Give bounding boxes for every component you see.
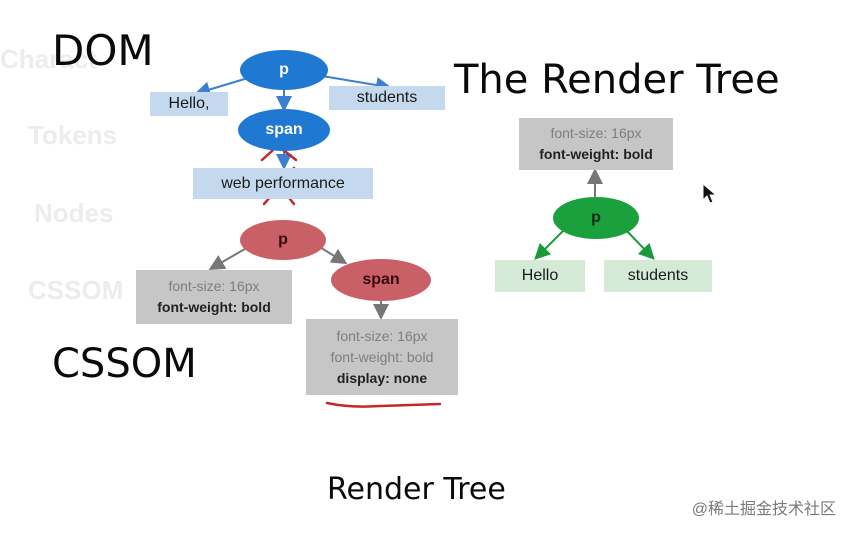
render-edge-p-students: [623, 227, 655, 260]
cssom-span-font-size: font-size: 16px: [336, 327, 428, 344]
cssom-node-span: span: [331, 259, 431, 301]
render-tree-title: The Render Tree: [454, 57, 780, 103]
dom-title: DOM: [52, 26, 154, 75]
cssom-title: CSSOM: [52, 341, 197, 387]
cssom-edge-p-span: [317, 245, 348, 265]
dom-node-p: p: [240, 50, 328, 90]
cssom-span-display: display: none: [336, 369, 428, 386]
background-text-chars: Charact: [0, 44, 97, 74]
render-text-hello: Hello: [495, 260, 585, 292]
dom-edge-p-students: [321, 75, 392, 93]
render-node-p: p: [553, 197, 639, 239]
cssom-p-font-size: font-size: 16px: [168, 278, 260, 294]
render-edge-p-hello: [534, 227, 567, 260]
mouse-cursor-icon: [702, 183, 718, 204]
render-tree-caption: Render Tree: [327, 472, 506, 507]
cssom-span-style-box: font-size: 16px font-weight: bold displa…: [306, 319, 458, 395]
display-none-underline: [325, 401, 442, 408]
cssom-p-font-weight: font-weight: bold: [157, 299, 271, 315]
dom-node-span: span: [238, 109, 330, 151]
watermark: @稀土掘金技术社区: [691, 501, 836, 518]
dom-edge-p-hello: [194, 77, 249, 98]
render-style-box: font-size: 16px font-weight: bold: [519, 118, 673, 170]
render-text-students: students: [604, 260, 712, 292]
render-font-weight: font-weight: bold: [539, 146, 653, 162]
dom-text-hello: Hello,: [150, 92, 228, 116]
dom-text-web-performance: web performance: [193, 168, 373, 199]
cssom-node-p: p: [240, 220, 326, 260]
cssom-edge-p-box: [208, 245, 251, 271]
dom-text-students: students: [329, 86, 445, 110]
cssom-p-style-box: font-size: 16px font-weight: bold: [136, 270, 292, 324]
background-text-tokens: Tokens: [28, 120, 118, 150]
cssom-span-font-weight: font-weight: bold: [330, 348, 434, 365]
render-font-size: font-size: 16px: [550, 125, 642, 141]
background-text-cssom: CSSOM: [28, 275, 124, 305]
background-text-nodes: Nodes: [34, 198, 114, 228]
